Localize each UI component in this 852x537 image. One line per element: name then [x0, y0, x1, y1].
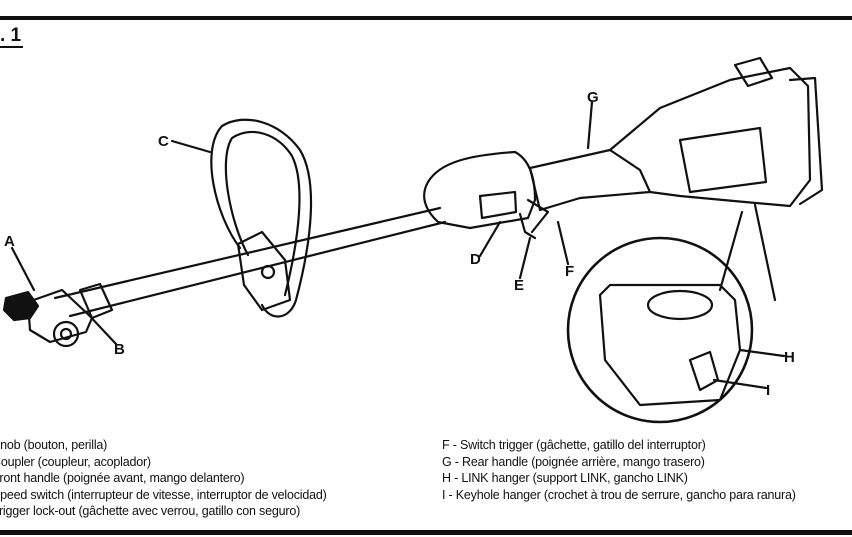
legend-item-knob: Knob (bouton, perilla) [0, 438, 108, 452]
callout-B: B [114, 341, 125, 358]
callout-E: E [514, 277, 524, 294]
legend-item-rear-handle: G - Rear handle (poignée arrière, mango … [442, 454, 705, 469]
legend-item-coupler: Coupler (coupleur, acoplador) [0, 454, 151, 469]
switch-housing-drawing [423, 148, 652, 240]
legend-item-link-hanger: H - LINK hanger (support LINK, gancho LI… [442, 471, 688, 486]
legend-item-switch-trigger: F - Switch trigger (gâchette, gatillo de… [442, 438, 706, 452]
bottom-rule [0, 530, 852, 535]
callout-H: H [784, 349, 795, 366]
knob-drawing [2, 290, 40, 322]
callout-I: I [766, 382, 770, 399]
figure-label: . 1 [0, 25, 24, 48]
legend-item-trigger-lockout: Trigger lock-out (gâchette avec verrou, … [0, 504, 301, 519]
coupler-drawing [26, 282, 114, 348]
front-handle-drawing [210, 118, 313, 318]
legend-item-front-handle: Front handle (poignée avant, mango delan… [0, 471, 245, 486]
callout-F: F [565, 263, 574, 280]
callout-C: C [158, 133, 169, 150]
detail-inset-drawing [566, 236, 754, 424]
callout-D: D [470, 251, 481, 268]
legend-left: Knob (bouton, perilla) Coupler (coupleur… [0, 437, 327, 520]
top-rule [0, 16, 852, 20]
legend-right: F - Switch trigger (gâchette, gatillo de… [442, 437, 796, 503]
callout-A: A [4, 233, 15, 250]
callout-G: G [587, 89, 599, 106]
legend-item-keyhole-hanger: I - Keyhole hanger (crochet à trou de se… [442, 487, 796, 502]
rear-handle-drawing [608, 56, 824, 208]
legend-item-speed-switch: Speed switch (interrupteur de vitesse, i… [0, 487, 327, 502]
